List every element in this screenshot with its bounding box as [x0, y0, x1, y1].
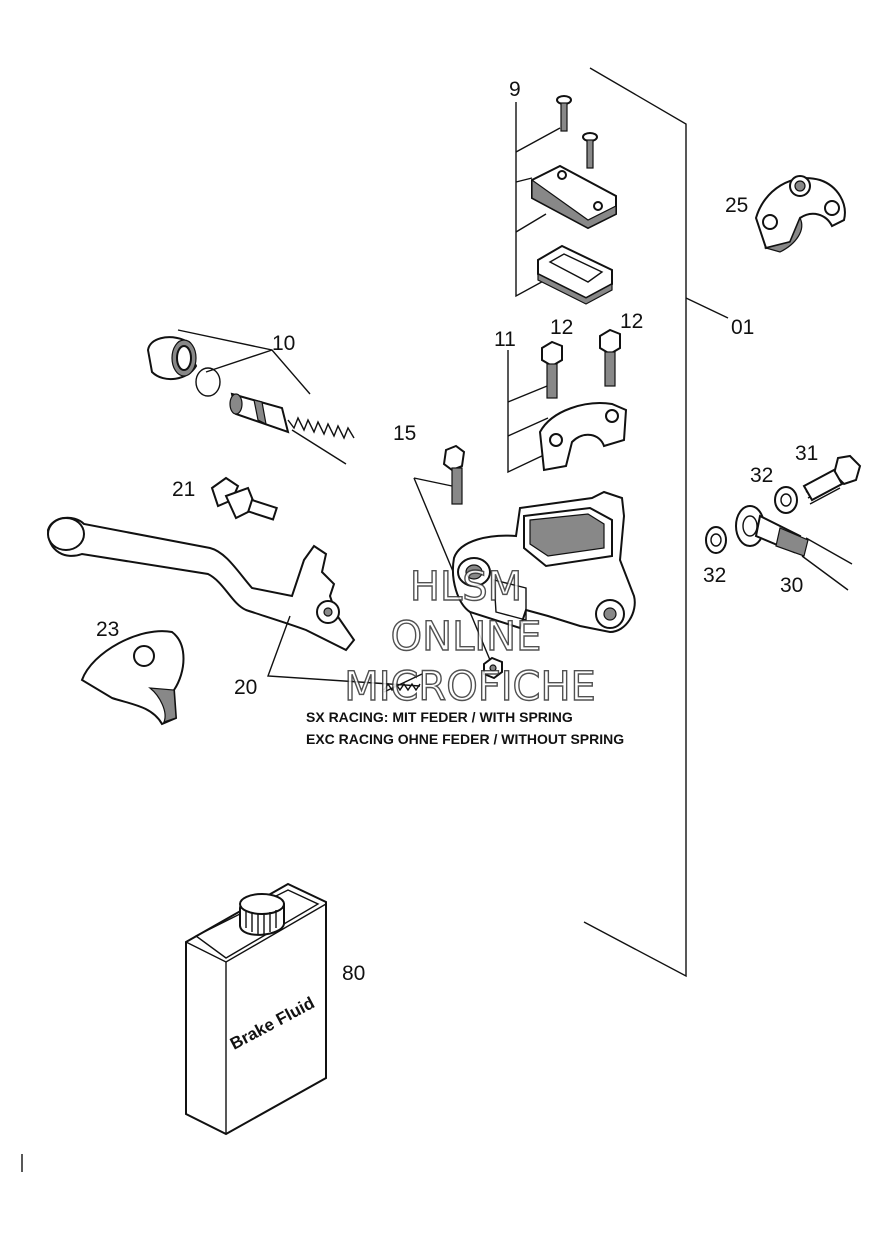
callout-15: 15	[393, 422, 416, 445]
callout-25: 25	[725, 194, 748, 217]
part-21-adjuster-icon	[210, 476, 278, 521]
screw-icon	[556, 95, 572, 132]
bolt-icon	[599, 328, 621, 387]
clamp-half-icon	[538, 402, 628, 472]
nut-icon	[483, 656, 503, 680]
callout-32b: 32	[703, 564, 726, 587]
washer-icon	[705, 526, 727, 554]
callout-12a: 12	[550, 316, 573, 339]
master-cylinder-body-icon	[452, 490, 636, 634]
note-exc-racing: EXC RACING OHNE FEDER / WITHOUT SPRING	[306, 731, 624, 747]
callout-9: 9	[509, 78, 521, 101]
banjo-bolt-icon	[802, 454, 862, 505]
reservoir-cap-icon	[531, 164, 617, 230]
bolt-icon	[442, 444, 466, 505]
washer-icon	[774, 486, 798, 514]
circlip-icon	[195, 367, 221, 397]
callout-12b: 12	[620, 310, 643, 333]
watermark: HLSM ONLINE MICROFICHE	[343, 563, 596, 710]
part-11-12-clamp-bolts	[507, 328, 628, 474]
cup-seal-icon	[146, 336, 198, 381]
bolt-icon	[541, 340, 563, 399]
callout-31: 31	[795, 442, 818, 465]
note-sx-racing: SX RACING: MIT FEDER / WITH SPRING	[306, 709, 573, 725]
part-20-lever-icon	[46, 516, 423, 693]
callout-21: 21	[172, 478, 195, 501]
callout-30: 30	[780, 574, 803, 597]
part-23-lever-cover-icon	[80, 630, 185, 726]
gasket-icon	[537, 244, 613, 305]
spring-icon	[287, 416, 355, 465]
part-30-32-brake-line	[705, 454, 862, 591]
watermark-line-2: ONLINE	[391, 614, 542, 660]
bottle-cap-icon	[239, 893, 285, 936]
banjo-fitting-icon	[735, 505, 809, 557]
callout-23: 23	[96, 618, 119, 641]
watermark-line-3: MICROFICHE	[344, 664, 596, 710]
callout-01: 01	[731, 316, 754, 339]
callout-20: 20	[234, 676, 257, 699]
screw-icon	[582, 132, 598, 169]
part-9-reservoir-cover-group	[515, 95, 617, 305]
lever-spring-icon	[383, 673, 423, 693]
assembly-frame	[583, 67, 729, 978]
callout-10: 10	[272, 332, 295, 355]
piston-icon	[229, 392, 290, 434]
watermark-line-1: HLSM	[410, 564, 522, 610]
callout-80: 80	[342, 962, 365, 985]
part-80-brake-fluid-bottle-icon: Brake Fluid	[185, 882, 327, 1136]
part-10-piston-kit	[146, 329, 355, 465]
callout-11: 11	[494, 328, 516, 351]
part-25-clamp-icon	[754, 175, 846, 253]
callout-32a: 32	[750, 464, 773, 487]
